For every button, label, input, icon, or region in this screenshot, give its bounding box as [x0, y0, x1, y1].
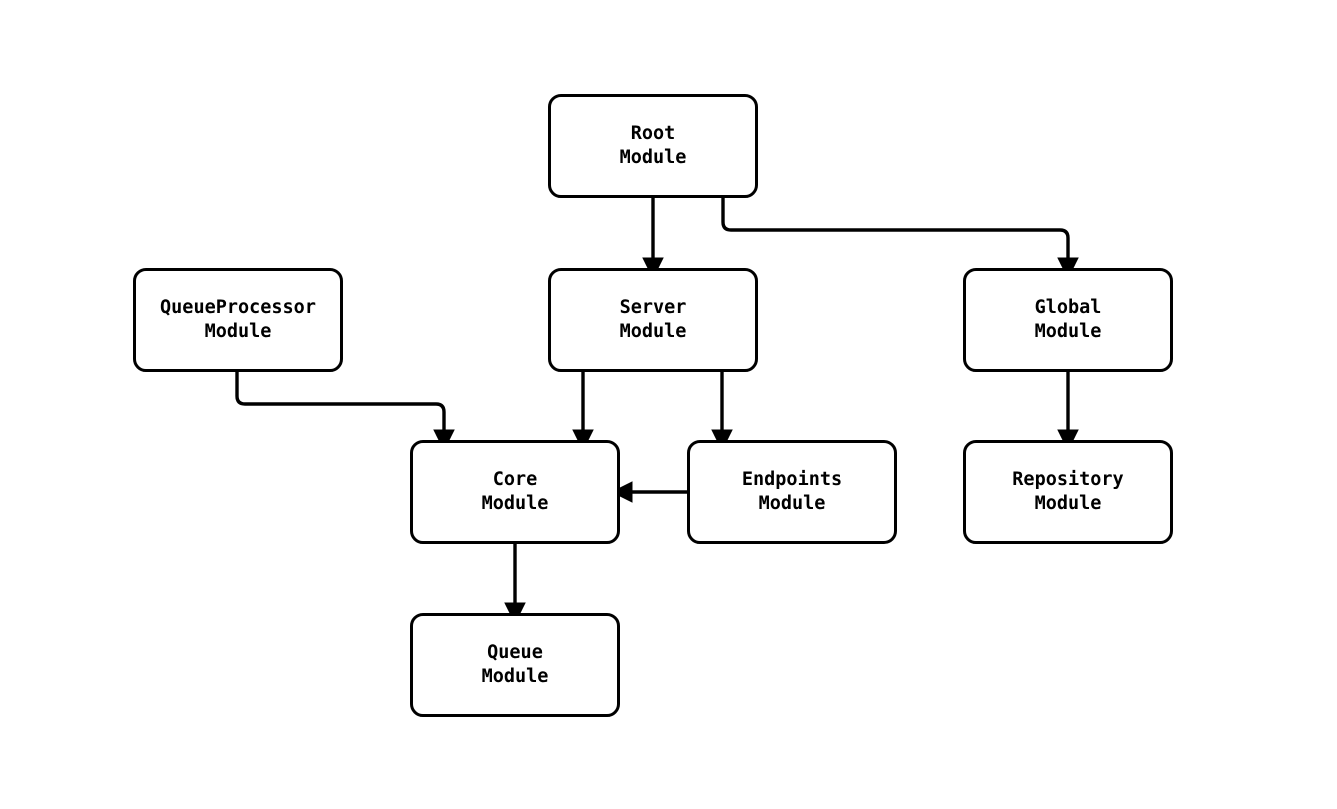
- node-root-module-line2: Module: [619, 147, 687, 168]
- node-server-module[interactable]: Server Module: [548, 268, 758, 372]
- node-server-module-line1: Server: [619, 297, 687, 319]
- node-repository-module[interactable]: Repository Module: [963, 440, 1173, 544]
- node-core-module-line1: Core: [492, 469, 538, 491]
- node-endpoints-module-line1: Endpoints: [741, 469, 843, 491]
- node-queueprocessor-module[interactable]: QueueProcessor Module: [133, 268, 343, 372]
- node-repository-module-line1: Repository: [1012, 469, 1124, 491]
- node-queue-module[interactable]: Queue Module: [410, 613, 620, 717]
- node-root-module-line1: Root: [630, 123, 676, 145]
- node-global-module[interactable]: Global Module: [963, 268, 1173, 372]
- node-queue-module-line2: Module: [481, 666, 549, 687]
- node-global-module-line2: Module: [1034, 321, 1102, 342]
- node-root-module[interactable]: Root Module: [548, 94, 758, 198]
- node-endpoints-module-line2: Module: [758, 493, 826, 514]
- edge-root-to-global: [721, 198, 1079, 280]
- node-queueprocessor-module-line1: QueueProcessor: [160, 297, 316, 319]
- node-queueprocessor-module-line2: Module: [204, 321, 272, 342]
- node-endpoints-module[interactable]: Endpoints Module: [687, 440, 897, 544]
- node-core-module-line2: Module: [481, 493, 549, 514]
- node-global-module-line1: Global: [1034, 297, 1102, 319]
- node-repository-module-line2: Module: [1034, 493, 1102, 514]
- node-core-module[interactable]: Core Module: [410, 440, 620, 544]
- node-server-module-line2: Module: [619, 321, 687, 342]
- edge-queueprocessor-to-core: [235, 372, 455, 452]
- node-queue-module-line1: Queue: [487, 642, 543, 664]
